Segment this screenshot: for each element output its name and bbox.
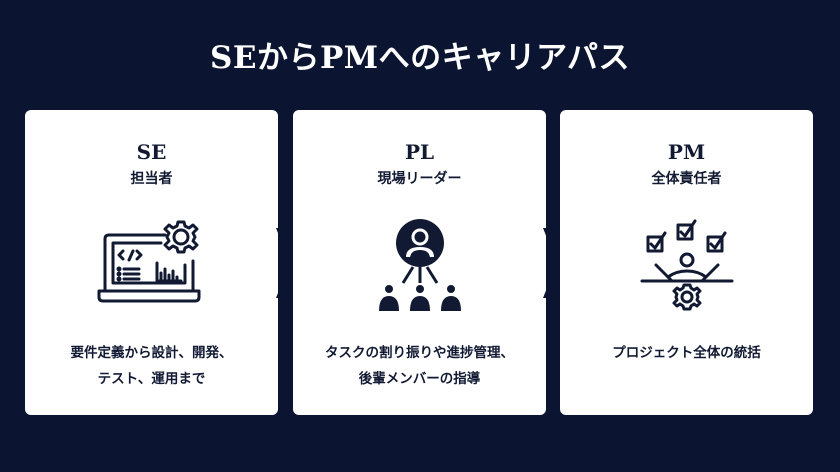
- manager-checklist-gear-icon: [640, 219, 733, 311]
- desc-line: テスト、運用まで: [97, 371, 206, 387]
- role-description: タスクの割り振りや進捗管理、 後輩メンバーの指導: [293, 340, 546, 392]
- role-description: プロジェクト全体の統括: [560, 340, 813, 366]
- role-subtitle: 担当者: [130, 171, 173, 187]
- role-title: PM: [667, 140, 706, 164]
- desc-line: 要件定義から設計、開発、: [70, 345, 233, 361]
- laptop-code-gear-icon: [97, 220, 200, 303]
- stage-card-pm: PM 全体責任者 プロジェクト全体の統括: [560, 110, 813, 415]
- stage-card-se: SE 担当者 要件定義から設計、開発、 テスト、運: [25, 110, 278, 415]
- desc-line: プロジェクト全体の統括: [612, 345, 761, 361]
- desc-line: タスクの割り振りや進捗管理、: [325, 345, 514, 361]
- role-subtitle: 現場リーダー: [377, 171, 462, 187]
- role-title: SE: [136, 140, 167, 164]
- role-description: 要件定義から設計、開発、 テスト、運用まで: [25, 340, 278, 392]
- role-subtitle: 全体責任者: [651, 171, 722, 187]
- team-leader-hierarchy-icon: [378, 219, 461, 311]
- stage-card-pl: PL 現場リーダー タスクの割り振りや進捗管理、 後輩メンバーの指導: [293, 110, 546, 415]
- role-title: PL: [404, 140, 435, 164]
- page-title: SEからPMへのキャリアパス: [209, 40, 631, 76]
- desc-line: 後輩メンバーの指導: [358, 371, 481, 387]
